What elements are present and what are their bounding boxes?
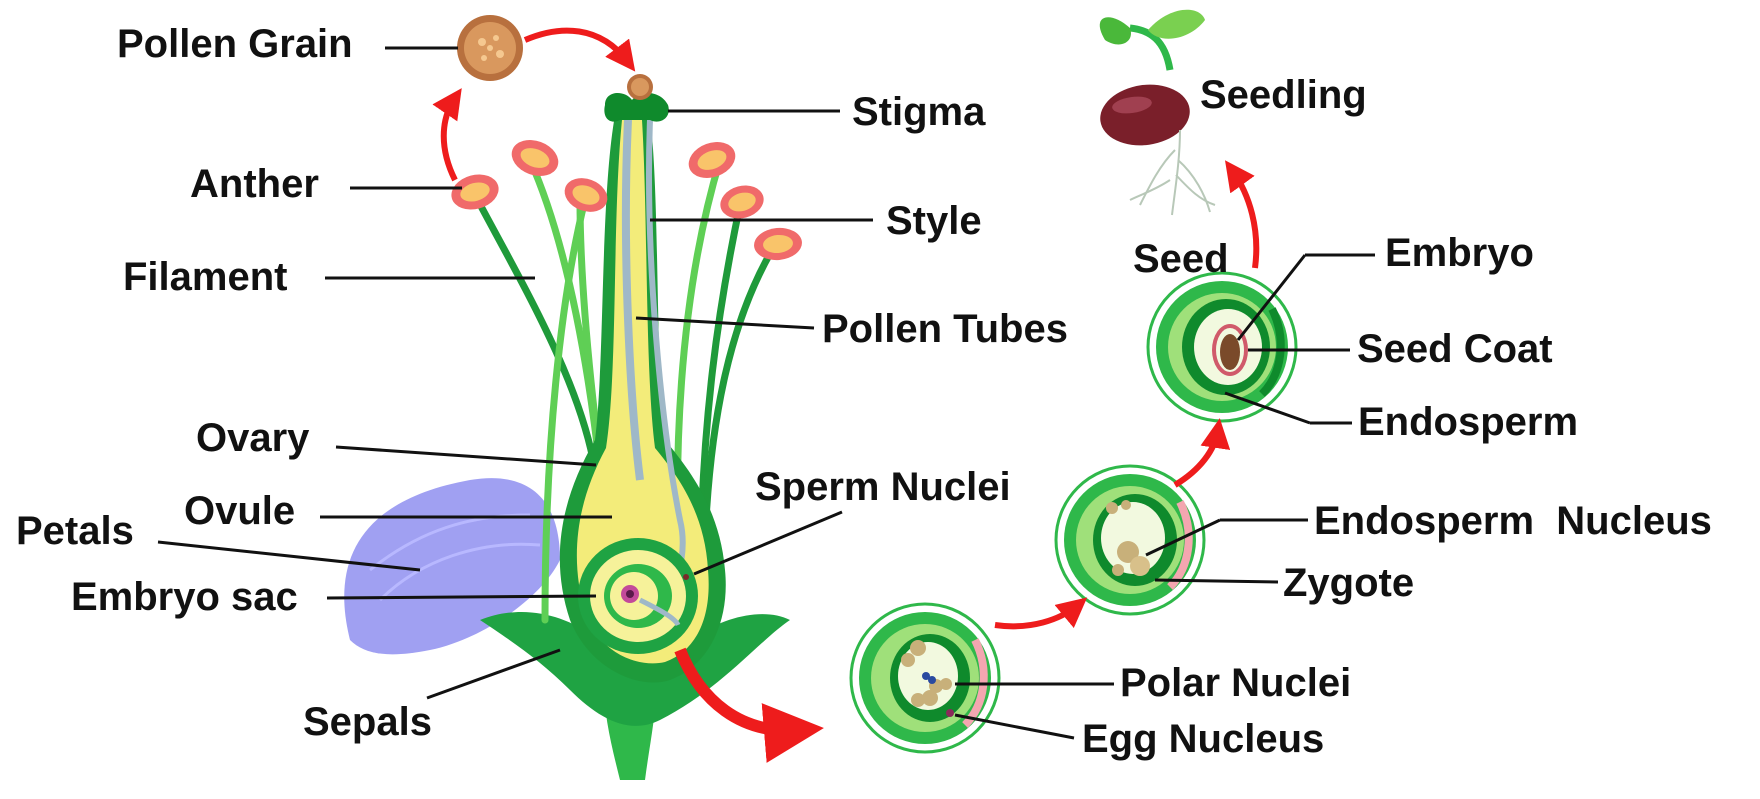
label-pollen-grain: Pollen Grain xyxy=(117,22,353,66)
label-filament: Filament xyxy=(123,255,287,299)
label-zygote: Zygote xyxy=(1283,561,1414,605)
label-seedling: Seedling xyxy=(1200,73,1367,117)
label-pollen-tubes: Pollen Tubes xyxy=(822,307,1068,351)
process-arrows xyxy=(432,27,1260,763)
ovule-stage-2 xyxy=(1054,464,1206,616)
seedling-illustration xyxy=(1099,9,1216,216)
label-seed: Seed xyxy=(1133,237,1229,281)
flower-illustration xyxy=(344,15,802,780)
label-embryo: Embryo xyxy=(1385,231,1534,275)
label-sepals: Sepals xyxy=(303,700,432,744)
label-endosperm: Endosperm xyxy=(1358,400,1578,444)
label-stigma: Stigma xyxy=(852,90,986,134)
stigma-shape xyxy=(604,93,669,122)
label-seed-coat: Seed Coat xyxy=(1357,327,1553,371)
pollen-grain-shape xyxy=(457,15,523,81)
labels: Pollen Grain Anther Filament Ovary Ovule… xyxy=(16,22,1712,761)
label-polar-nuclei: Polar Nuclei xyxy=(1120,661,1351,705)
label-sperm-nuclei: Sperm Nuclei xyxy=(755,465,1011,509)
label-ovule: Ovule xyxy=(184,489,295,533)
leader-lines xyxy=(157,46,1375,740)
pollen-on-stigma-shape xyxy=(627,74,653,100)
petal-shape xyxy=(344,478,560,655)
label-embryo-sac: Embryo sac xyxy=(71,575,298,619)
label-ovary: Ovary xyxy=(196,416,310,460)
seed-stage xyxy=(1146,271,1298,423)
label-endosperm-nucleus: Endosperm Nucleus xyxy=(1314,499,1712,543)
label-style: Style xyxy=(886,199,982,243)
anthers xyxy=(451,140,802,261)
ovule-stage-1 xyxy=(849,602,1001,754)
label-egg-nucleus: Egg Nucleus xyxy=(1082,717,1324,761)
label-anther: Anther xyxy=(190,162,319,206)
label-petals: Petals xyxy=(16,509,134,553)
